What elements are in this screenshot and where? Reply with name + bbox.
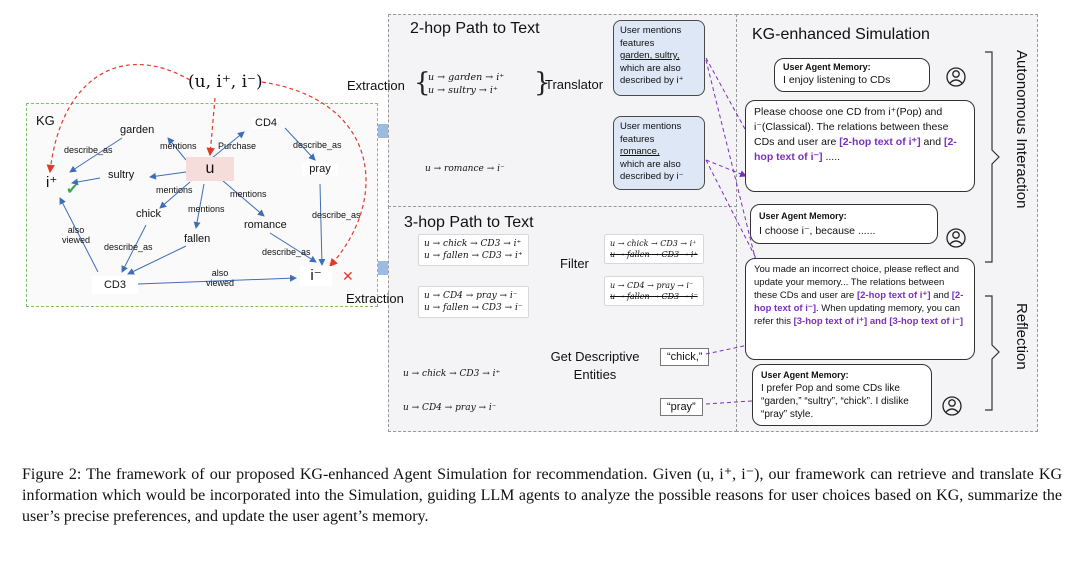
node-pray: pray: [302, 163, 338, 175]
autonomous-label: Autonomous Interaction: [1013, 50, 1030, 209]
edge-label: mentions: [230, 189, 267, 199]
prompt-bubble-1: Please choose one CD from i⁺(Pop) and i⁻…: [745, 100, 975, 192]
node-i-neg: i⁻: [300, 266, 332, 286]
three-hop-paths-neg: u → CD4 → pray → i⁻ u → fallen → CD3 → i…: [418, 286, 529, 318]
edge-label: mentions: [156, 185, 193, 195]
node-chick: chick: [136, 208, 162, 220]
memory-bubble-2: User Agent Memory:I choose i⁻, because .…: [750, 204, 938, 244]
edge-label: also viewed: [61, 225, 90, 245]
edge-label: describe_as: [312, 210, 361, 220]
node-u: u: [186, 157, 234, 181]
cross-icon: ✕: [342, 268, 354, 284]
result-path-neg: u → CD4 → pray → i⁻: [403, 403, 497, 413]
two-hop-title: 2-hop Path to Text: [410, 20, 540, 37]
path: u → fallen → CD3 → i⁺: [424, 251, 523, 261]
entity-chick: “chick,”: [660, 348, 710, 366]
extraction-label-2: Extraction: [346, 291, 404, 306]
path: u → CD4 → pray → i⁻: [424, 291, 518, 301]
triple-label: (u, i⁺, i⁻): [188, 72, 263, 92]
path: u → chick → CD3 → i⁺: [610, 239, 697, 248]
filter-label: Filter: [560, 256, 589, 271]
extraction-label: Extraction: [347, 78, 405, 93]
edge-label: describe_as: [293, 140, 342, 150]
prompt-bubble-2: You made an incorrect choice, please ref…: [745, 258, 975, 360]
node-i-pos: i⁺: [46, 174, 58, 191]
three-hop-title: 3-hop Path to Text: [404, 214, 534, 231]
get-entities-label: Get Descriptive Entities: [550, 349, 640, 382]
kg-edges: [46, 63, 367, 285]
memory-bubble-1: User Agent Memory:I enjoy listening to C…: [774, 58, 930, 92]
edge-label: also viewed: [205, 268, 234, 288]
path-struck: u → fallen → CD3 → i⁺: [610, 250, 698, 259]
kg-label: KG: [36, 113, 55, 128]
check-icon: ✔: [66, 181, 79, 198]
reflection-label: Reflection: [1013, 303, 1030, 370]
sim-title: KG-enhanced Simulation: [752, 26, 930, 43]
node-romance: romance: [244, 219, 287, 231]
node-cd4: CD4: [252, 117, 281, 129]
result-path-pos: u → chick → CD3 → i⁺: [403, 369, 501, 379]
figure-caption: Figure 2: The framework of our proposed …: [22, 466, 1062, 525]
three-hop-paths-pos: u → chick → CD3 → i⁺ u → fallen → CD3 → …: [418, 234, 529, 266]
node-fallen: fallen: [184, 233, 211, 245]
path: u → fallen → CD3 → i⁻: [424, 303, 523, 313]
edge-label: mentions: [188, 204, 225, 214]
node-sultry: sultry: [108, 169, 135, 181]
path: u → garden → i⁺: [428, 72, 505, 83]
translator-label: Translator: [545, 77, 604, 92]
edge-label: describe_as: [64, 145, 113, 155]
filtered-paths-pos: u → chick → CD3 → i⁺ u → fallen → CD3 → …: [604, 234, 704, 264]
path: u → CD4 → pray → i⁻: [610, 281, 694, 290]
memory-bubble-3: User Agent Memory:I prefer Pop and some …: [752, 364, 932, 426]
edge-label: mentions: [160, 141, 197, 151]
path: u → chick → CD3 → i⁺: [424, 239, 522, 249]
node-garden: garden: [120, 124, 155, 136]
edge-label: describe_as: [262, 247, 311, 257]
filtered-paths-neg: u → CD4 → pray → i⁻ u → fallen → CD3 → i…: [604, 276, 704, 306]
path: u → sultry → i⁺: [428, 85, 498, 96]
two-hop-path-neg: u → romance → i⁻: [425, 164, 505, 174]
edge-label: describe_as: [104, 242, 153, 252]
edge-label: Purchase: [218, 141, 257, 151]
entity-pray: “pray”: [660, 398, 703, 416]
path-struck: u → fallen → CD3 → i⁻: [610, 292, 698, 301]
node-cd3: CD3: [92, 276, 138, 294]
